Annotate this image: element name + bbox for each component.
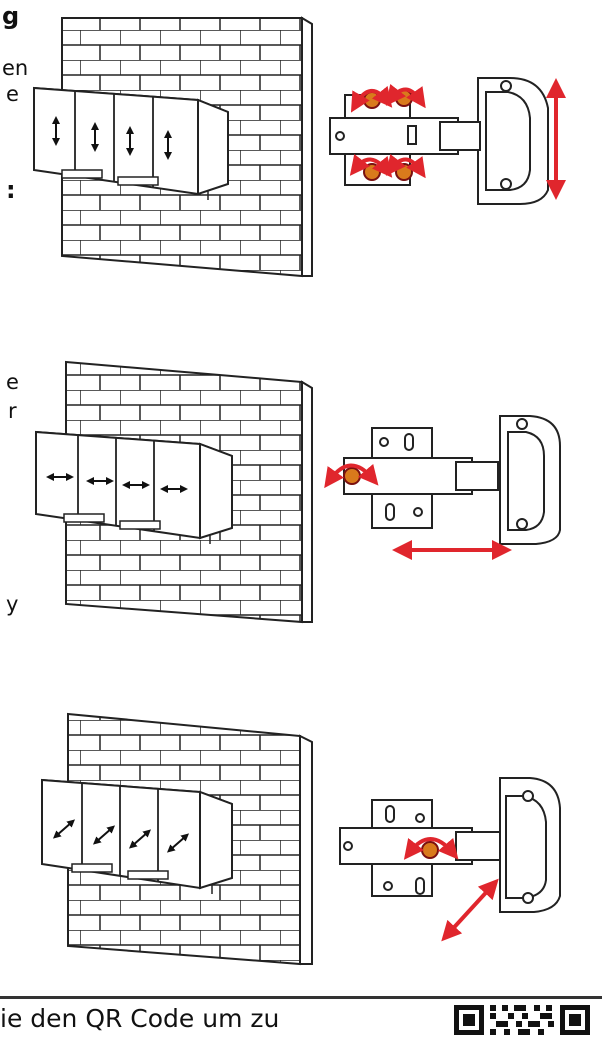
horizontal-arrow-icon <box>46 473 188 493</box>
wall-cabinet-2 <box>35 430 233 544</box>
hinge-screw-2 <box>343 467 361 485</box>
vertical-arrow-icon <box>52 116 172 160</box>
wall-cabinet-1 <box>33 86 229 200</box>
cabinet-hinge-2 <box>343 415 561 545</box>
text-fragment-e-2: e <box>6 370 19 394</box>
text-fragment-r: r <box>8 399 17 423</box>
text-fragment-e: e <box>6 82 19 106</box>
panel-depth-adjustment <box>41 712 561 966</box>
panel-horizontal-adjustment <box>35 360 561 624</box>
text-fragment-y: y <box>6 592 19 616</box>
footer-text: ie den QR Code um zu <box>0 1004 280 1033</box>
rotate-arrow-icon-2 <box>324 463 379 489</box>
panel-vertical-adjustment <box>33 16 566 278</box>
hinge-screw-3 <box>421 841 439 859</box>
depth-direction-arrow-icon <box>441 878 499 942</box>
qr-code-icon[interactable] <box>452 1003 594 1039</box>
text-fragment-colon: : <box>6 176 16 204</box>
text-fragment-en: en <box>2 56 29 80</box>
diagonal-arrow-icon <box>52 819 190 853</box>
footer-divider <box>0 996 602 999</box>
instruction-illustrations <box>33 16 566 966</box>
rotate-arrow-icon <box>349 83 426 179</box>
wall-cabinet-3 <box>41 778 233 894</box>
rotate-arrow-icon-3 <box>403 837 459 860</box>
heading-fragment: g <box>2 2 20 30</box>
cabinet-hinge-3 <box>339 777 561 913</box>
